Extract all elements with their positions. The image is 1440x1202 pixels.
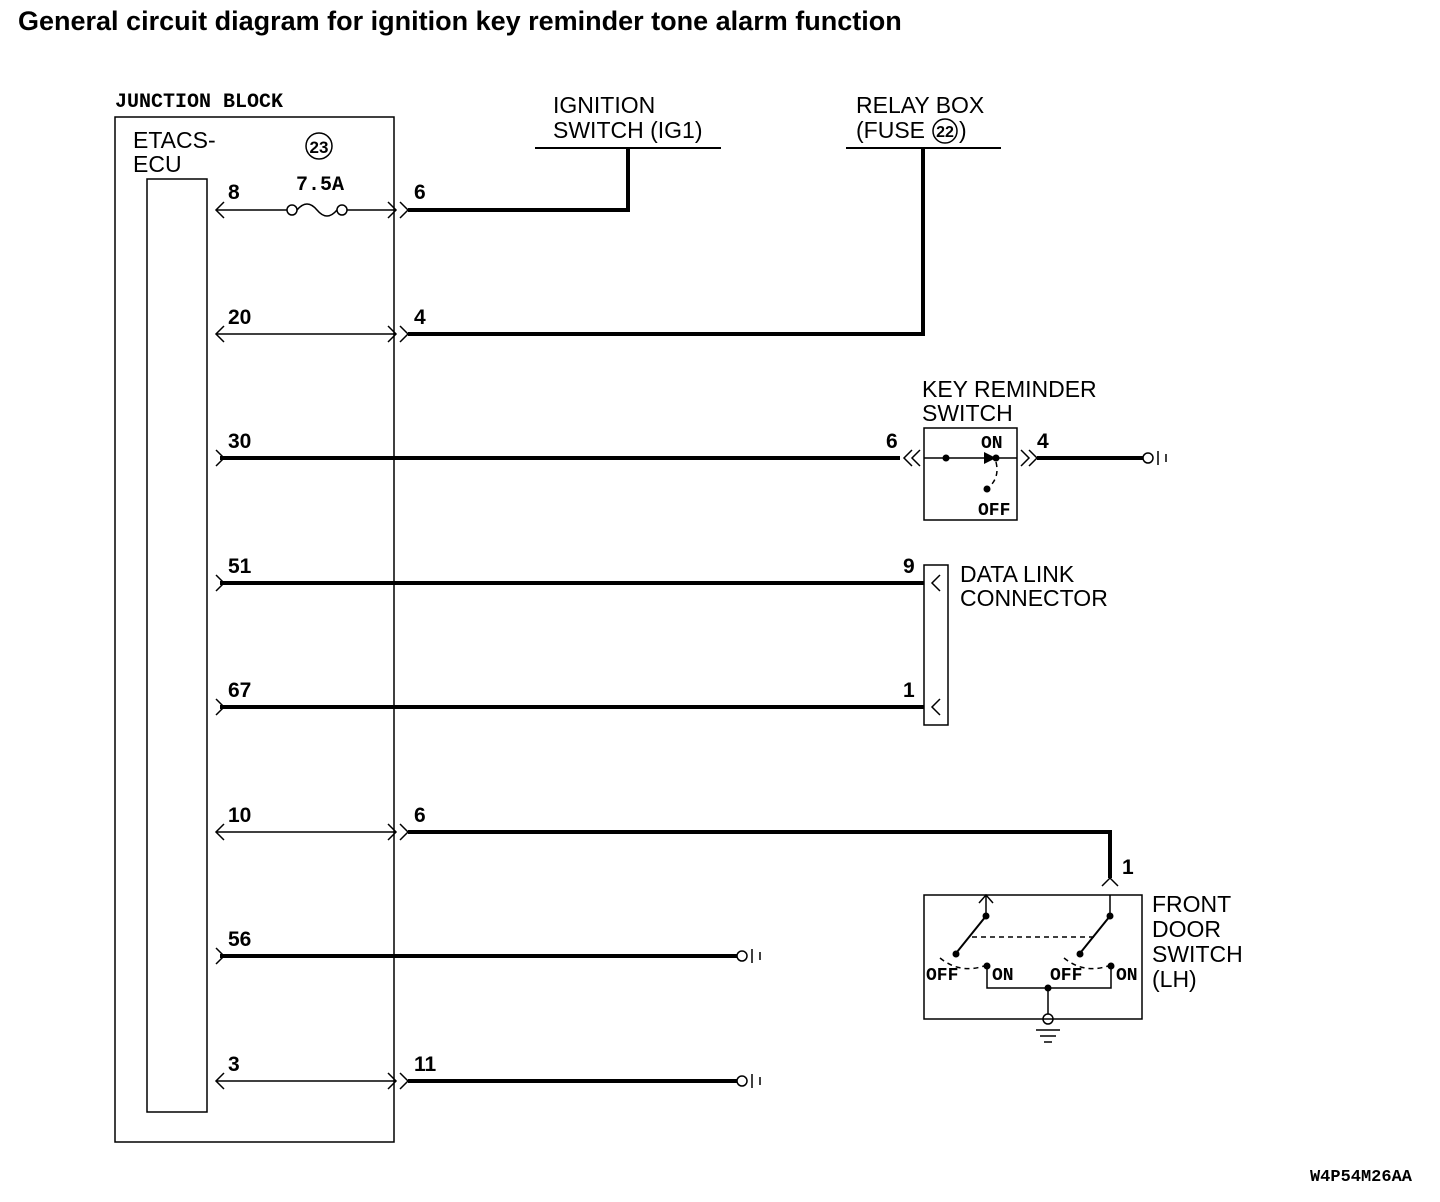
etacs-ecu-label-line2: ECU [133, 151, 182, 177]
pin-ecu-20: 20 [228, 306, 251, 329]
front-door-switch-label-line4: (LH) [1152, 966, 1197, 992]
page-title: General circuit diagram for ignition key… [18, 6, 902, 36]
key-reminder-off-label: OFF [978, 501, 1010, 521]
fds-left-on-label: ON [992, 966, 1014, 986]
wire-row-51: 51 9 [215, 555, 941, 592]
data-link-connector: DATA LINK CONNECTOR [923, 561, 1108, 726]
pin-fds-1: 1 [1122, 856, 1134, 879]
junction-block-box [114, 116, 395, 1143]
front-door-switch-label-line1: FRONT [1152, 891, 1231, 917]
pin-jb-6-top: 6 [414, 181, 426, 204]
relay-box-label-line1: RELAY BOX [856, 92, 984, 118]
etacs-ecu-box [146, 178, 208, 1113]
wire-row-10: 10 6 1 [214, 804, 1134, 887]
relay-box-label-suffix: ) [959, 117, 967, 143]
pin-krs-6: 6 [886, 430, 898, 453]
pin-dlc-1: 1 [903, 679, 915, 702]
relay-fuse-number-circle [932, 118, 958, 144]
key-reminder-switch: KEY REMINDER SWITCH ON OFF 4 [922, 376, 1167, 521]
fuse-23: 23 7.5A [216, 132, 396, 217]
fds-right-off-label: OFF [1050, 966, 1082, 986]
pin-ecu-67: 67 [228, 679, 251, 702]
pin-krs-4: 4 [1037, 430, 1049, 453]
etacs-ecu-label-line1: ETACS- [133, 127, 216, 153]
front-door-switch-box [923, 894, 1143, 1020]
relay-fuse-number: 22 [936, 124, 954, 141]
fds-left-off-label: OFF [926, 966, 958, 986]
data-link-connector-label-line1: DATA LINK [960, 561, 1075, 587]
wire-row-30: 30 6 [215, 430, 921, 467]
data-link-connector-label-line2: CONNECTOR [960, 585, 1108, 611]
key-reminder-switch-label-line1: KEY REMINDER [922, 376, 1097, 402]
pin-dlc-9: 9 [903, 555, 915, 578]
pin-ecu-30: 30 [228, 430, 251, 453]
diagram-code: W4P54M26AA [1310, 1168, 1413, 1187]
fds-right-on-label: ON [1116, 966, 1138, 986]
pin-ecu-10: 10 [228, 804, 251, 827]
data-link-connector-box [923, 564, 949, 726]
key-reminder-switch-label-line2: SWITCH [922, 400, 1013, 426]
fuse-rating: 7.5A [296, 174, 344, 197]
wire-row-56: 56 [215, 928, 761, 965]
ignition-switch-label-line1: IGNITION [553, 92, 655, 118]
front-door-switch-label-line2: DOOR [1152, 916, 1221, 942]
front-door-switch: FRONT DOOR SWITCH (LH) OFF ON OFF ON [923, 891, 1243, 1043]
key-reminder-switch-box [923, 427, 1018, 521]
fuse-number-circle [305, 132, 333, 160]
pin-jb-6-mid: 6 [414, 804, 426, 827]
wire-row-20: 20 4 [214, 148, 925, 343]
front-door-switch-label-line3: SWITCH [1152, 941, 1243, 967]
wire-row-3: 3 11 [214, 1053, 761, 1090]
pin-ecu-51: 51 [228, 555, 252, 578]
pin-jb-4: 4 [414, 306, 426, 329]
fuse-number: 23 [310, 138, 329, 157]
pin-jb-11: 11 [414, 1053, 437, 1076]
wire-row-8: 8 6 [214, 148, 630, 219]
wire-row-67: 67 1 [215, 679, 941, 716]
junction-block-label: JUNCTION BLOCK [115, 91, 283, 114]
relay-box-label-prefix: (FUSE [856, 117, 925, 143]
ignition-switch-label-line2: SWITCH (IG1) [553, 117, 703, 143]
pin-ecu-8: 8 [228, 181, 240, 204]
key-reminder-on-label: ON [981, 434, 1003, 454]
pin-ecu-56: 56 [228, 928, 251, 951]
pin-ecu-3: 3 [228, 1053, 240, 1076]
